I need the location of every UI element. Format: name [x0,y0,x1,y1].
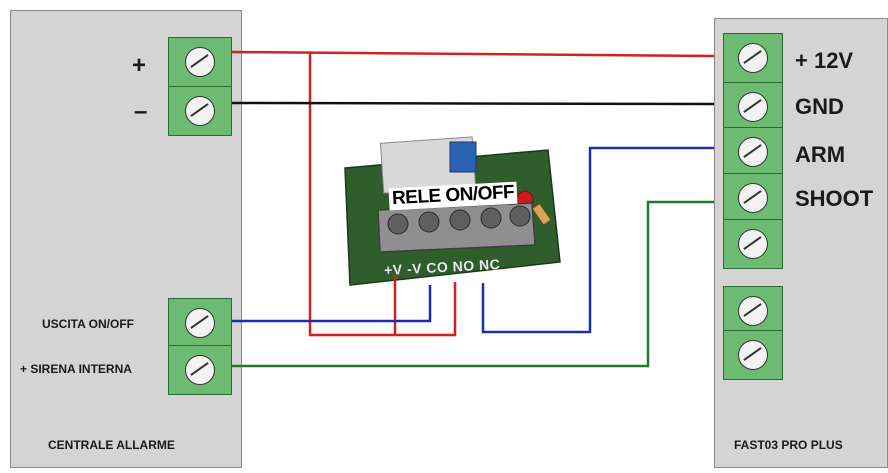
uscita-wire [232,285,432,323]
relay-screw-icon [480,207,502,229]
label-shoot: SHOOT [795,186,874,211]
terminal-shoot [723,173,783,223]
screw-icon [738,137,768,167]
positive-wire-drop [308,53,397,337]
label-gnd: GND [795,94,844,119]
label-arm: ARM [795,142,846,167]
terminal-12v [723,33,783,83]
label-uscita-on-off: USCITA ON/OFF [42,317,134,331]
relay-screw-icon [387,213,409,235]
relay-screw-icon [449,209,471,231]
screw-icon [185,96,215,126]
terminal-minus [168,86,232,136]
fast03-panel-title: FAST03 PRO PLUS [734,438,843,452]
relay-resistor [531,202,552,226]
positive-wire [231,50,715,58]
relay-screw-icon [509,205,531,227]
label-sirena-interna: + SIRENA INTERNA [20,362,132,376]
screw-icon [738,183,768,213]
positive-wire-co [395,282,457,337]
terminal-unused-7 [723,330,783,380]
screw-icon [738,92,768,122]
relay-blue-component [449,141,477,173]
terminal-unused-6 [723,286,783,336]
relay-screw-icon [418,211,440,233]
shoot-wire [232,200,714,368]
screw-icon [185,355,215,385]
label-minus: – [134,98,148,125]
terminal-unused-5 [723,219,783,269]
terminal-uscita-on-off [168,298,232,348]
terminal-sirena-interna [168,345,232,395]
screw-icon [738,340,768,370]
screw-icon [738,296,768,326]
alarm-panel-title: CENTRALE ALLARME [48,438,175,452]
relay-screw-icons [387,205,531,235]
terminal-plus [168,37,232,87]
arm-wire [481,146,714,334]
screw-icon [738,229,768,259]
terminal-arm [723,127,783,177]
screw-icon [185,47,215,77]
screw-icon [185,308,215,338]
negative-wire [231,101,715,106]
label-plus: + [132,52,147,79]
label-12v: + 12V [795,48,854,73]
screw-icon [738,43,768,73]
